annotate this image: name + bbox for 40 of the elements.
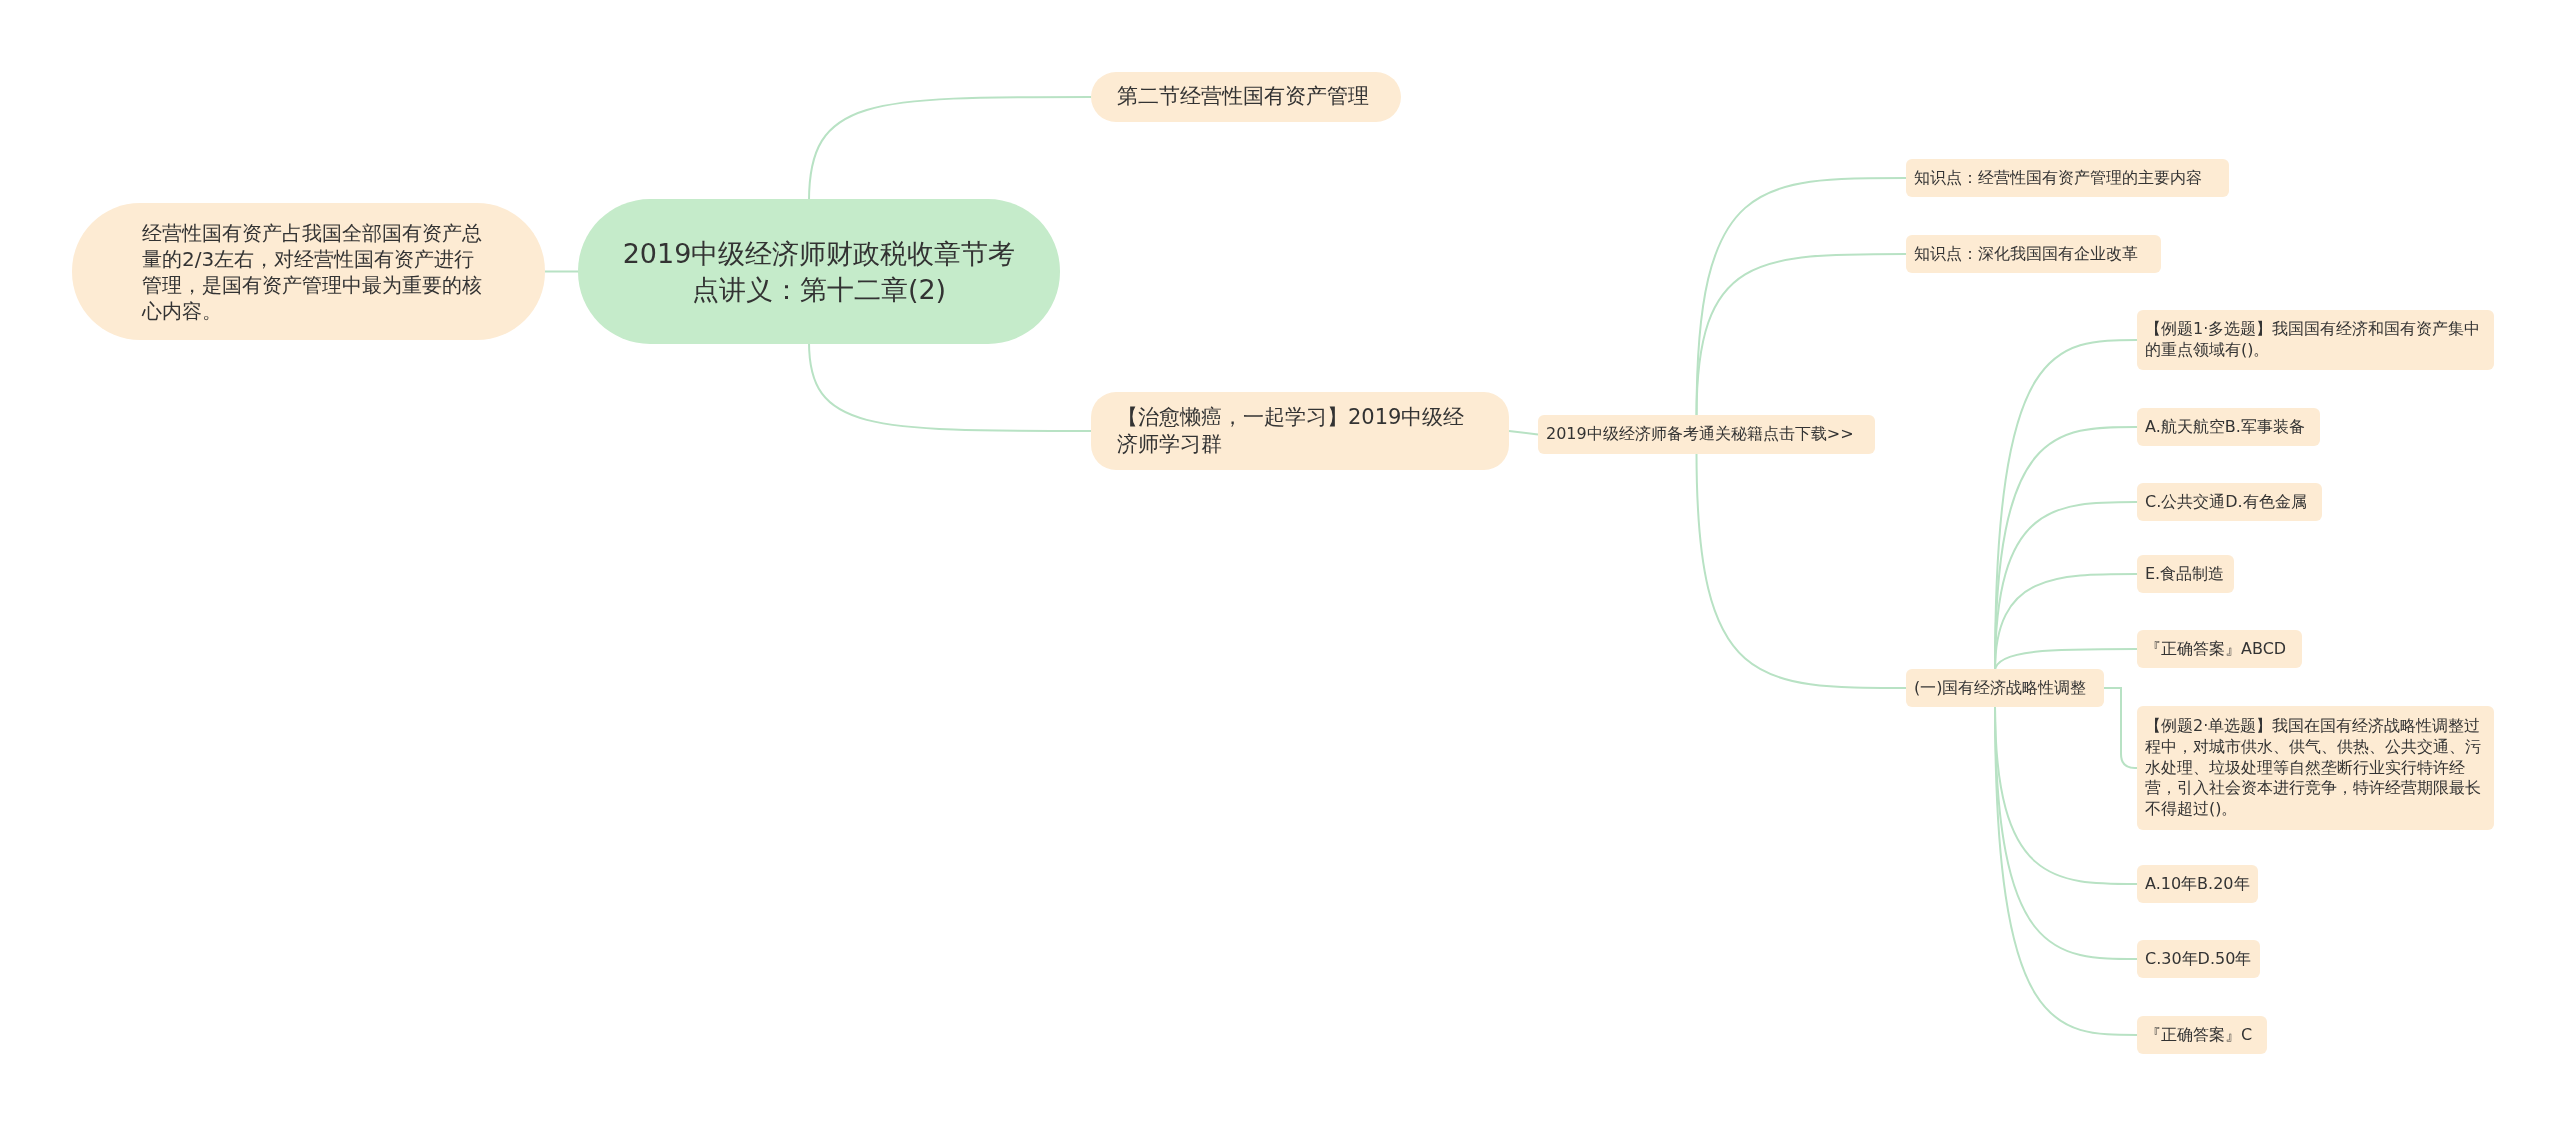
branch-line <box>2103 687 2138 769</box>
topic-text: 知识点：深化我国国有企业改革 <box>1914 243 2138 265</box>
topic-text: E.食品制造 <box>2145 563 2225 585</box>
topic-text: A.航天航空B.军事装备 <box>2145 416 2305 438</box>
topic-text: 经营性国有资产占我国全部国有资产总量的2/3左右，对经营性国有资产进行管理，是国有资产管理中最为重要的核心内容。 <box>142 219 483 324</box>
topic-card <box>2137 1016 2267 1054</box>
topic-text: 【例题1·多选题】我国国有经济和国有资产集中的重点领域有()。 <box>2145 319 2482 361</box>
branch-line <box>808 96 1092 202</box>
branch-line <box>808 341 1092 432</box>
topic-text: 【例题2·单选题】我国在国有经济战略性调整过程中，对城市供水、供气、供热、公共交通、污水处理、垃圾处理等自然垄断行业实行特许经营，引入社会资本进行竞争，特许经营期限最长不得超过()。 <box>2145 716 2482 820</box>
topic-card <box>2137 630 2302 668</box>
topic-card <box>2137 940 2260 978</box>
topic-text: 2019中级经济师财政税收章节考点讲义：第十二章(2) <box>621 237 1017 307</box>
branch-line <box>1508 430 1539 436</box>
topic-card <box>1091 72 1401 122</box>
topic-text: 『正确答案』C <box>2145 1024 2253 1046</box>
topic-text: C.30年D.50年 <box>2145 948 2252 970</box>
branch-line <box>544 270 579 273</box>
topic-card <box>1906 235 2161 273</box>
topic-card <box>1906 159 2229 197</box>
topic-text: 『正确答案』ABCD <box>2145 638 2287 660</box>
topic-card <box>2137 483 2322 521</box>
topic-card <box>1906 669 2104 707</box>
branch-line <box>1695 253 1907 418</box>
topic-text: 【治愈懒癌，一起学习】2019中级经济师学习群 <box>1117 403 1466 458</box>
branch-line <box>1994 648 2138 672</box>
branch-line <box>1695 451 1907 689</box>
topic-card <box>2137 408 2320 446</box>
topic-text: 2019中级经济师备考通关秘籍点击下载>> <box>1546 424 1854 445</box>
topic-card <box>2137 555 2234 593</box>
topic-card <box>1538 415 1875 454</box>
topic-text: 知识点：经营性国有资产管理的主要内容 <box>1914 167 2202 189</box>
topic-text: (一)国有经济战略性调整 <box>1914 677 2087 699</box>
topic-text: 第二节经营性国有资产管理 <box>1117 83 1369 111</box>
topic-card <box>2137 706 2494 830</box>
topic-card <box>2137 310 2494 370</box>
topic-text: A.10年B.20年 <box>2145 873 2250 895</box>
topic-card <box>2137 865 2258 903</box>
topic-text: C.公共交通D.有色金属 <box>2145 491 2307 513</box>
topic-card <box>1091 392 1509 470</box>
